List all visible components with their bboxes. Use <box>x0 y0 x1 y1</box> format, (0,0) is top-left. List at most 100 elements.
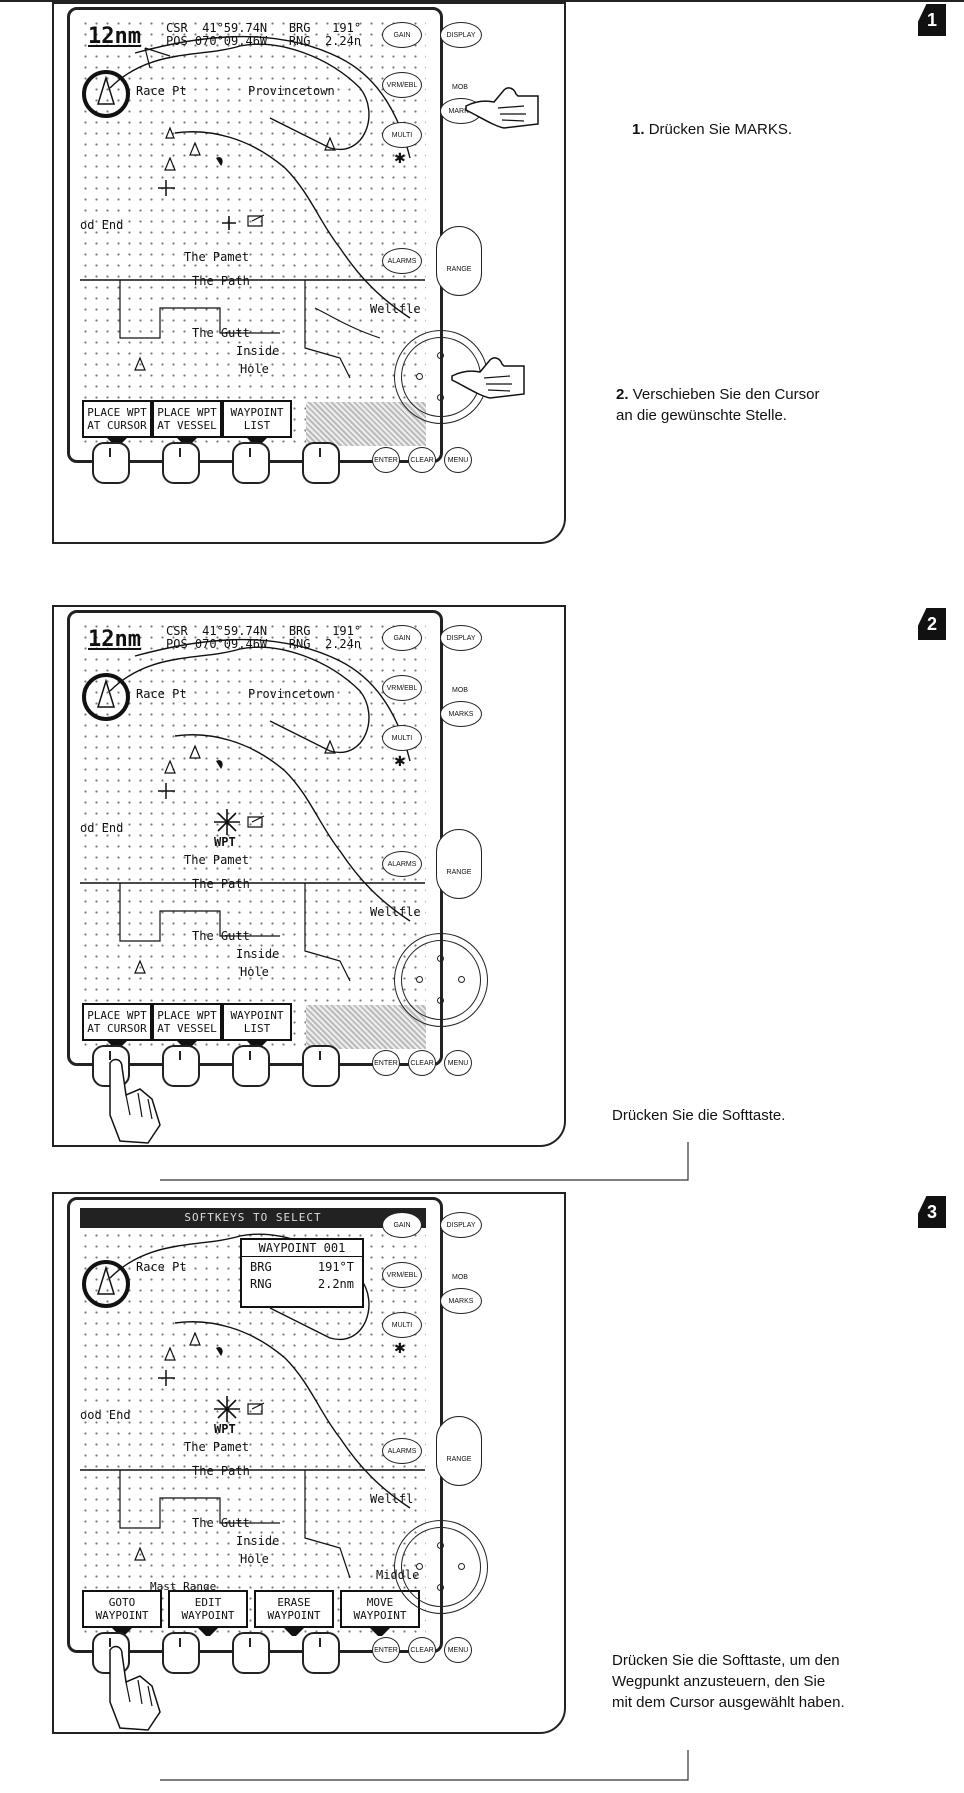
softkey-goto-waypoint[interactable]: GOTO WAYPOINT <box>82 1590 162 1628</box>
brightness-star: ✱ <box>394 150 406 167</box>
mob-label: MOB <box>452 687 468 694</box>
chart-area: SOFTKEYS TO SELECT WAYPOINT 001 BRG 191°… <box>80 1208 426 1636</box>
waypoint-rng-row: RNG 2.2nm <box>242 1277 362 1291</box>
multi-button[interactable]: MULTI <box>382 122 422 148</box>
softkey-button-4[interactable] <box>302 1045 340 1087</box>
multi-button[interactable]: MULTI <box>382 725 422 751</box>
range-button[interactable]: RANGE <box>436 829 482 899</box>
pad-dot-down <box>437 394 444 401</box>
waypoint-rng-label: RNG <box>250 1277 272 1291</box>
label-od-end: od End <box>80 821 123 835</box>
softkey-button-4[interactable] <box>302 1632 340 1674</box>
hand-pointer-marks <box>464 84 544 134</box>
cursor-pad-inner <box>401 940 481 1020</box>
pad-dot-left <box>416 373 423 380</box>
callout-line-3 <box>0 1730 964 1790</box>
softkey-button-3[interactable] <box>232 442 270 484</box>
step-badge-3: 3 <box>918 1196 946 1228</box>
coastline-map <box>80 18 426 446</box>
label-the-pamet: The Pamet <box>184 250 249 264</box>
label-provincetown: Provincetown <box>248 687 335 701</box>
menu-button[interactable]: MENU <box>444 1637 472 1663</box>
softkey-button-4[interactable] <box>302 442 340 484</box>
display-button[interactable]: DISPLAY <box>440 625 482 651</box>
menu-button[interactable]: MENU <box>444 447 472 473</box>
softkey-place-wpt-cursor[interactable]: PLACE WPT AT CURSOR <box>82 400 152 438</box>
label-the-path: The Path <box>192 1464 250 1478</box>
waypoint-brg-value: 191°T <box>318 1260 354 1274</box>
step1-caption-1: 1. Drücken Sie MARKS. <box>632 119 792 140</box>
multi-button[interactable]: MULTI <box>382 1312 422 1338</box>
label-inside: Inside <box>236 947 279 961</box>
clear-button[interactable]: CLEAR <box>408 1637 436 1663</box>
pad-dot-down <box>437 1584 444 1591</box>
waypoint-brg-label: BRG <box>250 1260 272 1274</box>
alarms-button[interactable]: ALARMS <box>382 1438 422 1464</box>
pad-dot-right <box>458 976 465 983</box>
alarms-button[interactable]: ALARMS <box>382 248 422 274</box>
waypoint-brg-row: BRG 191°T <box>242 1257 362 1277</box>
softkey-waypoint-list[interactable]: WAYPOINT LIST <box>222 1003 292 1041</box>
range-button[interactable]: RANGE <box>436 226 482 296</box>
step1-caption-2-text: Verschieben Sie den Cursor an die gewüns… <box>616 386 819 424</box>
vrm-ebl-button[interactable]: VRM/EBL <box>382 1262 422 1288</box>
label-od-end: od End <box>80 218 123 232</box>
enter-button[interactable]: ENTER <box>372 1637 400 1663</box>
clear-button[interactable]: CLEAR <box>408 447 436 473</box>
label-the-pamet: The Pamet <box>184 853 249 867</box>
label-race-pt: Race Pt <box>136 1260 187 1274</box>
menu-button[interactable]: MENU <box>444 1050 472 1076</box>
label-hole: Hole <box>240 1552 269 1566</box>
softkey-place-wpt-vessel[interactable]: PLACE WPT AT VESSEL <box>152 1003 222 1041</box>
label-wellfleet: Wellfl <box>370 1492 413 1506</box>
vrm-ebl-button[interactable]: VRM/EBL <box>382 675 422 701</box>
marks-button[interactable]: MARKS <box>440 1288 482 1314</box>
step1-caption-1-text: Drücken Sie MARKS. <box>649 121 792 138</box>
mob-label: MOB <box>452 1274 468 1281</box>
pad-dot-up <box>437 1542 444 1549</box>
hand-pointer-softkey <box>100 1642 170 1732</box>
enter-button[interactable]: ENTER <box>372 1050 400 1076</box>
clear-button[interactable]: CLEAR <box>408 1050 436 1076</box>
label-wellfleet: Wellfle <box>370 905 421 919</box>
label-inside: Inside <box>236 1534 279 1548</box>
display-button[interactable]: DISPLAY <box>440 1212 482 1238</box>
pad-dot-up <box>437 352 444 359</box>
step-badge-1: 1 <box>918 4 946 36</box>
step1-caption-2-num: 2. <box>616 386 629 403</box>
display-button[interactable]: DISPLAY <box>440 22 482 48</box>
step2-unit: 12nm CSR 41°59.74N BRG 191° POS 070°09.4… <box>52 605 564 1145</box>
softkey-button-3[interactable] <box>232 1632 270 1674</box>
vrm-ebl-button[interactable]: VRM/EBL <box>382 72 422 98</box>
softkey-button-3[interactable] <box>232 1045 270 1087</box>
softkey-edit-waypoint[interactable]: EDIT WAYPOINT <box>168 1590 248 1628</box>
pad-dot-right <box>458 1563 465 1570</box>
pad-dot-up <box>437 955 444 962</box>
marks-button[interactable]: MARKS <box>440 701 482 727</box>
softkey-bar: PLACE WPT AT CURSOR PLACE WPT AT VESSEL … <box>80 1005 426 1049</box>
label-the-path: The Path <box>192 274 250 288</box>
pad-dot-left <box>416 976 423 983</box>
cursor-pad[interactable] <box>394 1520 488 1614</box>
label-hole: Hole <box>240 965 269 979</box>
softkey-button-2[interactable] <box>162 442 200 484</box>
gain-button[interactable]: GAIN <box>382 1212 422 1238</box>
softkey-place-wpt-vessel[interactable]: PLACE WPT AT VESSEL <box>152 400 222 438</box>
cursor-readout-2: POS 070°09.46W RNG 2.24n <box>166 638 361 651</box>
label-the-gutt: The Gutt <box>192 326 250 340</box>
alarms-button[interactable]: ALARMS <box>382 851 422 877</box>
softkey-bar: GOTO WAYPOINT EDIT WAYPOINT ERASE WAYPOI… <box>80 1592 426 1636</box>
chart-area: 12nm CSR 41°59.74N BRG 191° POS 070°09.4… <box>80 621 426 1049</box>
softkey-button-1[interactable] <box>92 442 130 484</box>
cursor-pad[interactable] <box>394 933 488 1027</box>
enter-button[interactable]: ENTER <box>372 447 400 473</box>
softkey-place-wpt-cursor[interactable]: PLACE WPT AT CURSOR <box>82 1003 152 1041</box>
range-button[interactable]: RANGE <box>436 1416 482 1486</box>
gain-button[interactable]: GAIN <box>382 22 422 48</box>
label-race-pt: Race Pt <box>136 84 187 98</box>
softkey-erase-waypoint[interactable]: ERASE WAYPOINT <box>254 1590 334 1628</box>
gain-button[interactable]: GAIN <box>382 625 422 651</box>
screen-title-bar: SOFTKEYS TO SELECT <box>80 1208 426 1228</box>
label-the-gutt: The Gutt <box>192 929 250 943</box>
softkey-waypoint-list[interactable]: WAYPOINT LIST <box>222 400 292 438</box>
